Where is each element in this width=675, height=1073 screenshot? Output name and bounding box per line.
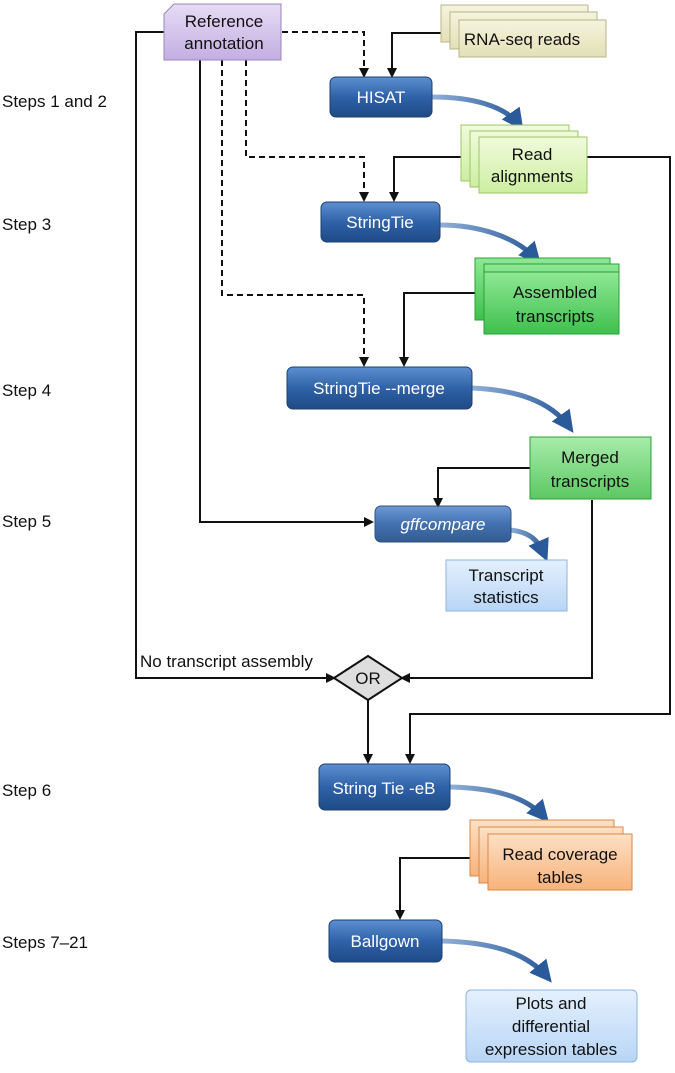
assembled-line-1: Assembled	[513, 283, 597, 302]
step-label-4: Step 4	[2, 381, 51, 400]
plots-tables-node: Plots and differential expression tables	[465, 989, 638, 1063]
read-coverage-line-1: Read coverage	[502, 845, 617, 864]
or-label: OR	[355, 669, 381, 688]
step-label-6: Step 6	[2, 781, 51, 800]
read-alignments-line-2: alignments	[491, 167, 573, 186]
stringtie-eb-node: String Tie -eB	[318, 763, 451, 811]
plots-line-1: Plots and	[516, 994, 587, 1013]
stringtie-label: StringTie	[346, 213, 413, 232]
reference-line-1: Reference	[185, 12, 263, 31]
dashed-connectors	[221, 31, 369, 367]
rnaseq-reads-node: RNA-seq reads	[440, 4, 607, 58]
step-label-7-21: Steps 7–21	[2, 933, 88, 952]
read-alignments-node: Read alignments	[460, 124, 588, 194]
plots-line-2: differential	[512, 1017, 590, 1036]
hisat-label: HISAT	[357, 88, 406, 107]
step-label-3: Step 3	[2, 215, 51, 234]
stats-line-1: Transcript	[469, 566, 544, 585]
output-flow-arrows	[431, 94, 574, 983]
gffcompare-node: gffcompare	[374, 505, 512, 543]
merged-transcripts-node: Merged transcripts	[529, 436, 652, 500]
hisat-node: HISAT	[329, 76, 433, 118]
rnaseq-label: RNA-seq reads	[464, 30, 580, 49]
transcript-statistics-node: Transcript statistics	[445, 559, 568, 612]
ballgown-label: Ballgown	[351, 932, 420, 951]
solid-connectors	[135, 31, 671, 920]
read-coverage-node: Read coverage tables	[469, 819, 633, 891]
read-coverage-line-2: tables	[537, 868, 582, 887]
assembled-line-2: transcripts	[516, 307, 594, 326]
plots-line-3: expression tables	[485, 1040, 617, 1059]
gffcompare-label: gffcompare	[400, 515, 485, 534]
step-label-1-2: Steps 1 and 2	[2, 92, 107, 111]
reference-line-2: annotation	[184, 34, 263, 53]
merge-label: StringTie --merge	[313, 379, 445, 398]
step-label-5: Step 5	[2, 512, 51, 531]
or-gate: OR	[332, 654, 404, 702]
assembled-transcripts-node: Assembled transcripts	[474, 257, 620, 335]
merged-line-1: Merged	[561, 448, 619, 467]
stringtie-eb-label: String Tie -eB	[333, 779, 436, 798]
stats-line-2: statistics	[473, 588, 538, 607]
reference-annotation-node: Reference annotation	[163, 3, 282, 61]
merged-line-2: transcripts	[551, 472, 629, 491]
stringtie-node: StringTie	[320, 201, 441, 243]
stringtie-merge-node: StringTie --merge	[286, 366, 473, 410]
no-assembly-label: No transcript assembly	[140, 652, 313, 671]
read-alignments-line-1: Read	[512, 145, 553, 164]
ballgown-node: Ballgown	[328, 919, 443, 963]
